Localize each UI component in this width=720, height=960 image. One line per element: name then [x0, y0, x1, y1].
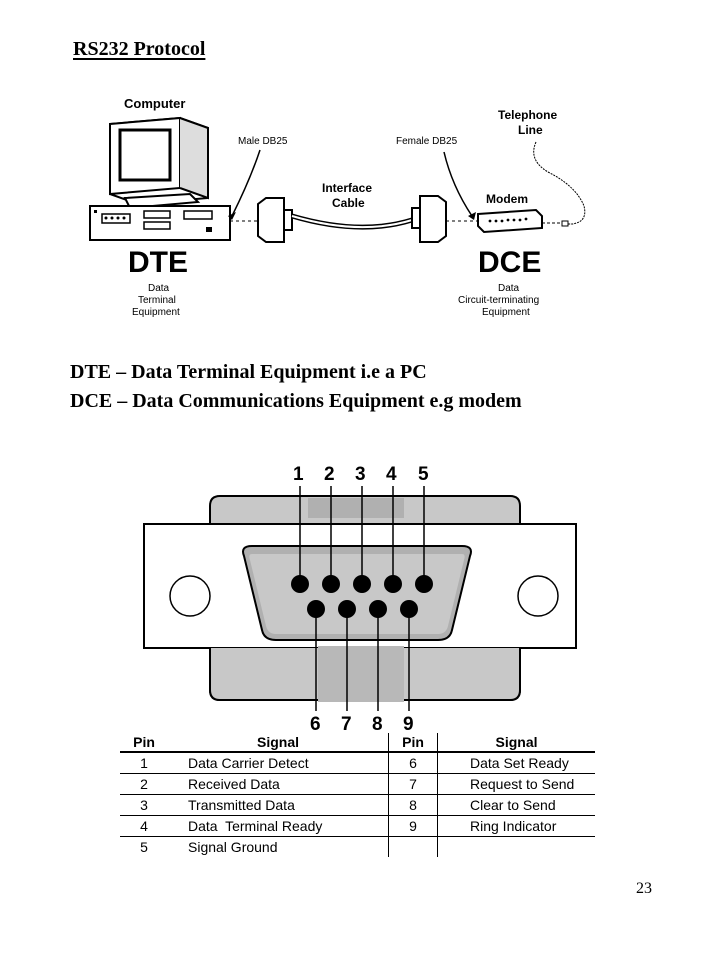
pin-3-icon [353, 575, 371, 593]
pin-cell: 9 [388, 815, 438, 837]
signal-cell: Data Terminal Ready [168, 815, 389, 837]
pin-number-5: 5 [418, 464, 429, 485]
pin-cell: 6 [388, 752, 438, 774]
pin-number-2: 2 [324, 464, 335, 485]
pin-number-1: 1 [293, 464, 304, 485]
pin-cell: 1 [120, 752, 168, 774]
monitor-icon [109, 116, 209, 210]
signal-cell: Data Set Ready [437, 752, 595, 774]
pin-9-icon [400, 600, 418, 618]
pin-8-icon [369, 600, 387, 618]
interface-label-1: Interface [322, 181, 372, 195]
modem-icon [477, 208, 543, 234]
header-signal-2: Signal [437, 733, 595, 753]
female-db25-label: Female DB25 [396, 136, 458, 147]
dce-definition: DCE – Data Communications Equipment e.g … [70, 390, 522, 412]
signal-cell: Data Carrier Detect [168, 752, 389, 774]
telephone-label-1: Telephone [498, 108, 557, 122]
db9-connector-diagram: 1 2 3 4 5 6 7 8 9 [143, 464, 577, 733]
table-header-row: Pin Signal Pin Signal [120, 733, 595, 753]
header-signal-1: Signal [168, 733, 389, 753]
telephone-line-icon [533, 141, 586, 225]
table-row: 2 Received Data 7 Request to Send [120, 773, 595, 795]
dce-big-label: DCE [478, 246, 541, 279]
table-row: 1 Data Carrier Detect 6 Data Set Ready [120, 752, 595, 774]
mounting-hole-left-icon [169, 575, 211, 617]
page-number: 23 [636, 880, 652, 897]
pin-cell: 4 [120, 815, 168, 837]
signal-cell: Ring Indicator [437, 815, 595, 837]
pin-cell: 8 [388, 794, 438, 816]
pin-5-icon [415, 575, 433, 593]
signal-cell: Clear to Send [437, 794, 595, 816]
table-row: 5 Signal Ground [120, 836, 596, 858]
dte-sub-2: Terminal [138, 295, 176, 306]
header-pin-2: Pin [388, 733, 438, 753]
dte-definition: DTE – Data Terminal Equipment i.e a PC [70, 361, 427, 383]
header-pin-1: Pin [120, 733, 168, 753]
table-row: 4 Data Terminal Ready 9 Ring Indicator [120, 815, 595, 837]
dte-sub-3: Equipment [132, 307, 180, 318]
interface-cable-icon [257, 195, 447, 243]
computer-case-icon [89, 205, 231, 241]
interface-label-2: Cable [332, 196, 365, 210]
pin-number-9: 9 [403, 714, 414, 733]
signal-cell: Signal Ground [188, 839, 278, 855]
dce-sub-2: Circuit-terminating [458, 295, 539, 306]
pin-2-icon [322, 575, 340, 593]
dte-sub-1: Data [148, 283, 170, 294]
signal-cell: Received Data [168, 773, 389, 795]
pin-7-icon [338, 600, 356, 618]
pin-number-6: 6 [310, 714, 321, 733]
pin-cell: 7 [388, 773, 438, 795]
pin-number-3: 3 [355, 464, 366, 485]
signal-cell: Request to Send [437, 773, 595, 795]
pin-number-8: 8 [372, 714, 383, 733]
computer-label: Computer [124, 96, 185, 111]
page-title: RS232 Protocol [73, 38, 206, 60]
modem-label: Modem [486, 192, 528, 206]
dte-big-label: DTE [128, 246, 188, 279]
telephone-label-2: Line [518, 123, 543, 137]
pin-cell: 3 [120, 794, 168, 816]
pin-cell: 2 [120, 773, 168, 795]
pin-cell [388, 836, 438, 857]
signal-cell [438, 837, 596, 858]
dte-dce-diagram: Computer Male DB25 Interface Cable [89, 96, 586, 318]
table-row: 3 Transmitted Data 8 Clear to Send [120, 794, 595, 816]
pin-1-icon [291, 575, 309, 593]
pin-6-icon [307, 600, 325, 618]
signal-cell: Transmitted Data [168, 794, 389, 816]
male-db25-label: Male DB25 [238, 136, 288, 147]
pin-number-4: 4 [386, 464, 397, 485]
pin-number-7: 7 [341, 714, 352, 733]
pin-cell: 5 [140, 839, 148, 855]
dce-sub-1: Data [498, 283, 520, 294]
mounting-hole-right-icon [517, 575, 559, 617]
dce-sub-3: Equipment [482, 307, 530, 318]
pin-4-icon [384, 575, 402, 593]
pin-signal-table: Pin Signal Pin Signal 1 Data Carrier Det… [120, 733, 595, 857]
